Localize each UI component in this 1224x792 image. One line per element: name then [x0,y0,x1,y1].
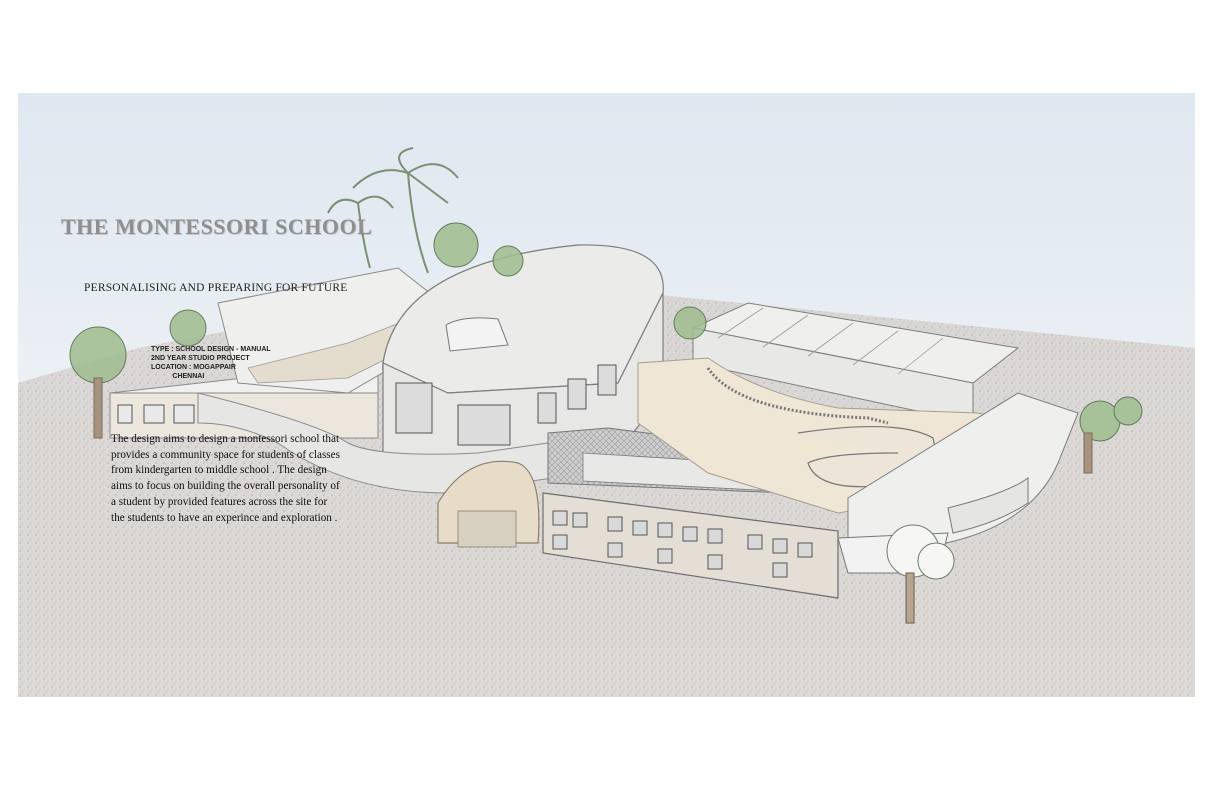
central-block-roof [382,244,664,394]
school-sketch-illustration [18,147,1195,697]
project-info: TYPE : SCHOOL DESIGN - MANUAL 2ND YEAR S… [151,345,271,381]
page-title: THE MONTESSORI SCHOOL [61,214,373,239]
white-tree [886,524,955,624]
subtitle: PERSONALISING AND PREPARING FOR FUTURE [84,282,348,294]
project-year: 2ND YEAR STUDIO PROJECT [151,355,250,362]
project-location-city: CHENNAI [151,373,205,380]
project-location: LOCATION : MOGAPPAIR [151,364,236,371]
tree-group [69,222,1143,474]
project-type: TYPE : SCHOOL DESIGN - MANUAL [151,346,271,353]
amphitheatre [706,367,889,425]
project-panel: THE MONTESSORI SCHOOL PERSONALISING AND … [18,93,1195,697]
project-description: The design aims to design a montessori s… [111,433,340,524]
palm-trees [327,147,459,274]
